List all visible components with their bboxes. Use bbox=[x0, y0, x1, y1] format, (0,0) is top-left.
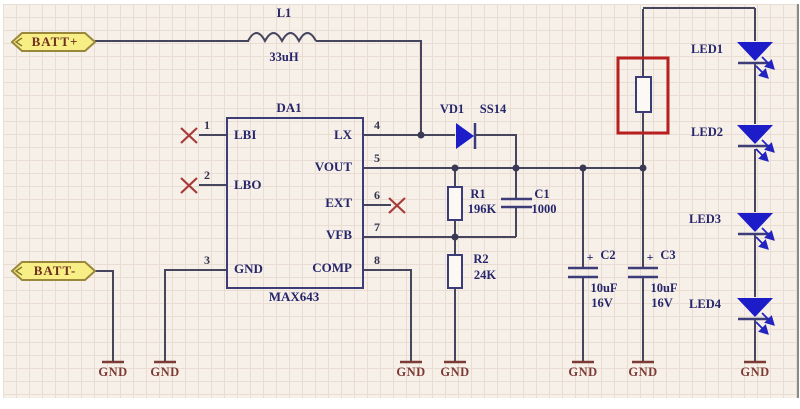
inductor-coil[interactable] bbox=[247, 32, 317, 44]
pin-name-lbi: LBI bbox=[234, 127, 257, 142]
highlight-box[interactable] bbox=[616, 56, 670, 135]
resistor-r2-ref-label[interactable]: R2 bbox=[473, 252, 489, 266]
capacitor-c1-value-label[interactable]: 1000 bbox=[531, 202, 557, 216]
pin-name-lx: LX bbox=[333, 127, 352, 142]
resistor-r2-body[interactable] bbox=[447, 254, 463, 289]
no-connect-x-pin1 bbox=[180, 127, 198, 144]
pin-1-number: 1 bbox=[204, 118, 210, 132]
pin-4-number: 4 bbox=[374, 118, 380, 132]
capacitor-c2-voltage-label[interactable]: 16V bbox=[591, 296, 613, 310]
capacitor-c3-ref-label[interactable]: C3 bbox=[660, 248, 676, 262]
resistor-r2-value-label[interactable]: 24K bbox=[473, 268, 497, 282]
led2-symbol[interactable] bbox=[737, 125, 775, 162]
gnd-label-1: GND bbox=[98, 365, 128, 379]
gnd-label-2: GND bbox=[150, 365, 180, 379]
diode-part-label[interactable]: SS14 bbox=[479, 102, 507, 116]
ic-ref-label[interactable]: DA1 bbox=[276, 100, 302, 115]
capacitor-c3-voltage-label[interactable]: 16V bbox=[651, 296, 673, 310]
capacitor-c1-ref-label[interactable]: C1 bbox=[534, 187, 550, 201]
gnd-label-7: GND bbox=[740, 365, 770, 379]
ic-part-label[interactable]: MAX643 bbox=[268, 289, 320, 304]
port-batt-plus[interactable] bbox=[10, 32, 97, 52]
pin-5-number: 5 bbox=[374, 151, 380, 165]
pin-name-comp: COMP bbox=[312, 260, 352, 275]
port-batt-plus-label[interactable]: BATT+ bbox=[31, 34, 79, 49]
pin-8-number: 8 bbox=[374, 253, 380, 267]
pin-7-number: 7 bbox=[374, 220, 380, 234]
led1-label[interactable]: LED1 bbox=[691, 42, 723, 56]
resistor-r1-ref-label[interactable]: R1 bbox=[470, 187, 486, 201]
inductor-value-label[interactable]: 33uH bbox=[269, 50, 299, 64]
pin-3-number: 3 bbox=[204, 253, 210, 267]
resistor-highlighted-body[interactable] bbox=[635, 76, 652, 113]
diode-ref-label[interactable]: VD1 bbox=[439, 102, 465, 116]
led1-symbol[interactable] bbox=[737, 42, 775, 79]
led3-symbol[interactable] bbox=[737, 213, 775, 250]
capacitor-c3-plates[interactable] bbox=[628, 266, 658, 279]
capacitor-c2-ref-label[interactable]: C2 bbox=[600, 248, 616, 262]
pin-2-number: 2 bbox=[204, 168, 210, 182]
pin-name-lbo: LBO bbox=[234, 177, 262, 192]
capacitor-c1-plates[interactable] bbox=[501, 197, 532, 209]
led2-label[interactable]: LED2 bbox=[691, 125, 723, 139]
no-connect-x-pin6 bbox=[388, 197, 406, 214]
gnd-label-3: GND bbox=[396, 365, 426, 379]
schematic-grid bbox=[3, 4, 799, 398]
led3-label[interactable]: LED3 bbox=[689, 212, 721, 226]
gnd-label-6: GND bbox=[628, 365, 658, 379]
gnd-label-5: GND bbox=[568, 365, 598, 379]
pin-name-gnd: GND bbox=[234, 261, 263, 276]
capacitor-c2-value-label[interactable]: 10uF bbox=[590, 281, 618, 295]
junction-dots bbox=[417, 131, 647, 241]
inductor-ref-label[interactable]: L1 bbox=[276, 6, 292, 20]
port-batt-minus[interactable] bbox=[10, 261, 97, 281]
capacitor-c2-polarity: + bbox=[586, 250, 594, 264]
capacitor-c2-plates[interactable] bbox=[568, 266, 598, 279]
pin-6-number: 6 bbox=[374, 188, 380, 202]
resistor-r1-body[interactable] bbox=[447, 186, 463, 221]
pin-name-vfb: VFB bbox=[326, 227, 352, 242]
pin-name-ext: EXT bbox=[325, 195, 352, 210]
gnd-label-4: GND bbox=[440, 365, 470, 379]
led4-label[interactable]: LED4 bbox=[689, 297, 721, 311]
diode-symbol[interactable] bbox=[456, 123, 477, 149]
port-batt-minus-label[interactable]: BATT- bbox=[33, 263, 77, 278]
wire-network[interactable] bbox=[95, 7, 756, 361]
capacitor-c3-value-label[interactable]: 10uF bbox=[650, 281, 678, 295]
no-connect-x-pin2 bbox=[180, 177, 198, 194]
ic-body[interactable] bbox=[226, 117, 364, 289]
pin-name-vout: VOUT bbox=[314, 159, 352, 174]
resistor-r1-value-label[interactable]: 196K bbox=[467, 202, 497, 216]
led4-symbol[interactable] bbox=[737, 298, 775, 335]
capacitor-c3-polarity: + bbox=[646, 250, 654, 264]
